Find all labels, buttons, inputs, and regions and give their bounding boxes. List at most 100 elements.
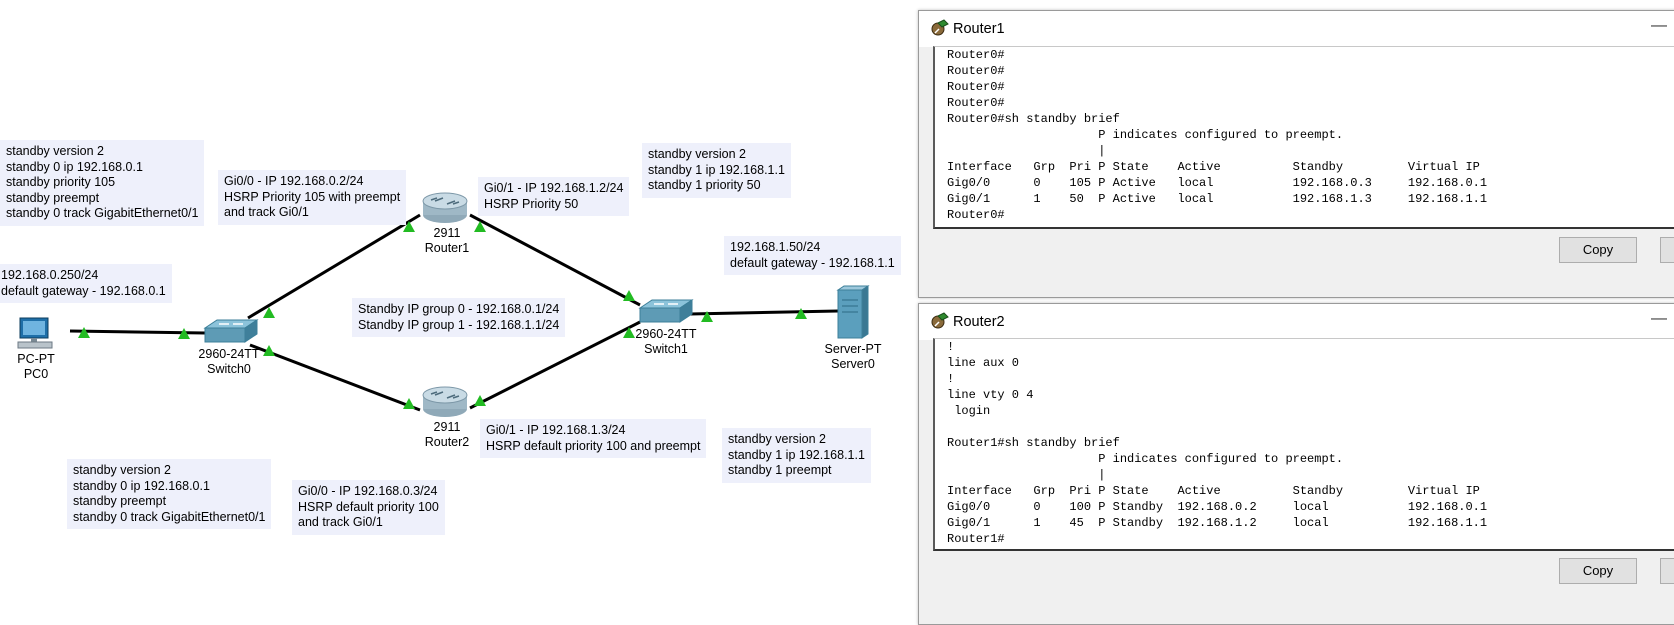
device-type: 2960-24TT (198, 347, 260, 361)
link-light (701, 311, 713, 322)
link-router2-switch1[interactable] (469, 320, 641, 410)
link-light (474, 221, 486, 232)
note-line: Gi0/1 - IP 192.168.1.2/24 (484, 181, 624, 195)
paste-button[interactable] (1660, 237, 1674, 263)
device-label-router2: 2911 Router2 (425, 420, 469, 450)
note-line: standby priority 105 (6, 175, 116, 189)
link-light (78, 327, 90, 338)
router-icon[interactable] (422, 192, 468, 223)
device-name: Router2 (424, 435, 470, 449)
note-line: default gateway - 192.168.1.1 (730, 255, 895, 270)
link-light (403, 398, 415, 409)
device-label-pc0: PC-PT PC0 (17, 352, 55, 382)
link-light (403, 221, 415, 232)
note-router2-gi00: Gi0/0 - IP 192.168.0.3/24 HSRP default p… (292, 480, 445, 535)
link-light (623, 327, 635, 338)
device-label-switch0: 2960-24TT Switch0 (198, 347, 259, 377)
note-line: default gateway - 192.168.0.1 (1, 283, 166, 298)
window-title: Router1 (953, 21, 1005, 37)
note-line: HSRP default priority 100 (298, 499, 439, 514)
note-router1-group1-config: standby version 2 standby 1 ip 192.168.1… (642, 143, 791, 198)
link-switch0-router1[interactable] (247, 213, 421, 320)
paste-button[interactable] (1660, 558, 1674, 584)
note-line: and track Gi0/1 (224, 205, 309, 219)
server-icon[interactable] (836, 285, 870, 339)
device-label-switch1: 2960-24TT Switch1 (635, 327, 696, 357)
window-titlebar[interactable]: Router1 — (919, 11, 1674, 47)
device-name: Router1 (424, 241, 470, 255)
note-router1-gi01: Gi0/1 - IP 192.168.1.2/24 HSRP Priority … (478, 177, 630, 216)
device-type: 2911 (433, 420, 461, 434)
links (69, 213, 839, 412)
link-light (474, 395, 486, 406)
device-label-server0: Server-PT Server0 (825, 342, 882, 372)
window-title: Router2 (953, 314, 1005, 330)
link-light (795, 308, 807, 319)
note-router2-group1-config: standby version 2 standby 1 ip 192.168.1… (722, 428, 871, 483)
note-line: standby 1 preempt (728, 463, 832, 477)
note-line: standby version 2 (648, 147, 746, 161)
window-titlebar[interactable]: Router2 — (919, 304, 1674, 340)
router-icon[interactable] (422, 386, 468, 417)
note-line: standby 1 ip 192.168.1.1 (648, 162, 785, 177)
note-server-ip: 192.168.1.50/24 default gateway - 192.16… (724, 236, 901, 275)
terminal-output[interactable]: Router0# Router0# Router0# Router0# Rout… (933, 46, 1674, 229)
note-line: standby 0 track GigabitEthernet0/1 (6, 206, 199, 220)
pc-icon[interactable] (17, 317, 53, 349)
note-line: 192.168.0.250/24 (1, 268, 99, 282)
note-pc-ip: 192.168.0.250/24 default gateway - 192.1… (0, 264, 172, 303)
link-light (263, 345, 275, 356)
note-line: Gi0/0 - IP 192.168.0.3/24 (298, 484, 438, 498)
note-line: standby 1 priority 50 (648, 178, 761, 192)
note-standby-ips: Standby IP group 0 - 192.168.0.1/24 Stan… (352, 298, 566, 337)
note-line: Standby IP group 1 - 192.168.1.1/24 (358, 317, 560, 332)
switch-icon[interactable] (638, 299, 694, 323)
link-light (178, 328, 190, 339)
note-router1-config: standby version 2 standby 0 ip 192.168.0… (0, 140, 205, 226)
device-type: 2960-24TT (635, 327, 697, 341)
note-router2-config: standby version 2 standby 0 ip 192.168.0… (67, 459, 272, 529)
note-line: Gi0/1 - IP 192.168.1.3/24 (486, 423, 626, 437)
device-label-router1: 2911 Router1 (425, 226, 469, 256)
copy-button[interactable]: Copy (1559, 558, 1637, 584)
link-router1-switch1[interactable] (469, 213, 641, 307)
note-line: standby preempt (73, 494, 167, 508)
device-type: PC-PT (17, 352, 55, 366)
link-lights (78, 221, 807, 409)
note-line: standby preempt (6, 190, 100, 205)
device-name: PC0 (23, 367, 49, 381)
note-router1-gi00: Gi0/0 - IP 192.168.0.2/24 HSRP Priority … (218, 170, 407, 225)
copy-button[interactable]: Copy (1559, 237, 1637, 263)
device-name: Switch0 (207, 362, 251, 376)
device-name: Server0 (831, 357, 875, 371)
note-router2-gi01: Gi0/1 - IP 192.168.1.3/24 HSRP default p… (480, 419, 707, 458)
minimize-button[interactable]: — (1651, 17, 1667, 34)
topology-canvas[interactable] (0, 0, 920, 613)
link-light (263, 307, 275, 318)
device-name: Switch1 (644, 342, 688, 356)
note-line: HSRP default priority 100 and preempt (486, 438, 701, 453)
terminal-text: Router0# Router0# Router0# Router0# Rout… (947, 48, 1488, 222)
note-line: HSRP Priority 50 (484, 196, 579, 211)
link-light (623, 290, 635, 301)
note-line: standby version 2 (728, 432, 826, 446)
note-line: standby 0 track GigabitEthernet0/1 (73, 509, 266, 524)
note-line: standby 0 ip 192.168.0.1 (73, 478, 210, 493)
router-app-icon (931, 312, 949, 329)
link-switch1-server0[interactable] (689, 309, 839, 316)
note-line: standby version 2 (6, 144, 104, 158)
device-type: Server-PT (824, 342, 882, 356)
terminal-text: ! line aux 0 ! line vty 0 4 login Router… (947, 340, 1488, 546)
note-line: standby version 2 (73, 463, 171, 477)
terminal-output[interactable]: ! line aux 0 ! line vty 0 4 login Router… (933, 338, 1674, 551)
link-switch0-router2[interactable] (249, 343, 421, 412)
note-line: standby 1 ip 192.168.1.1 (728, 447, 865, 462)
note-line: standby 0 ip 192.168.0.1 (6, 159, 143, 174)
note-line: and track Gi0/1 (298, 515, 383, 529)
router-app-icon (931, 19, 949, 36)
note-line: Standby IP group 0 - 192.168.0.1/24 (358, 302, 560, 316)
minimize-button[interactable]: — (1651, 310, 1667, 327)
note-line: Gi0/0 - IP 192.168.0.2/24 (224, 174, 364, 188)
switch-icon[interactable] (203, 319, 259, 343)
note-line: HSRP Priority 105 with preempt (224, 189, 401, 204)
